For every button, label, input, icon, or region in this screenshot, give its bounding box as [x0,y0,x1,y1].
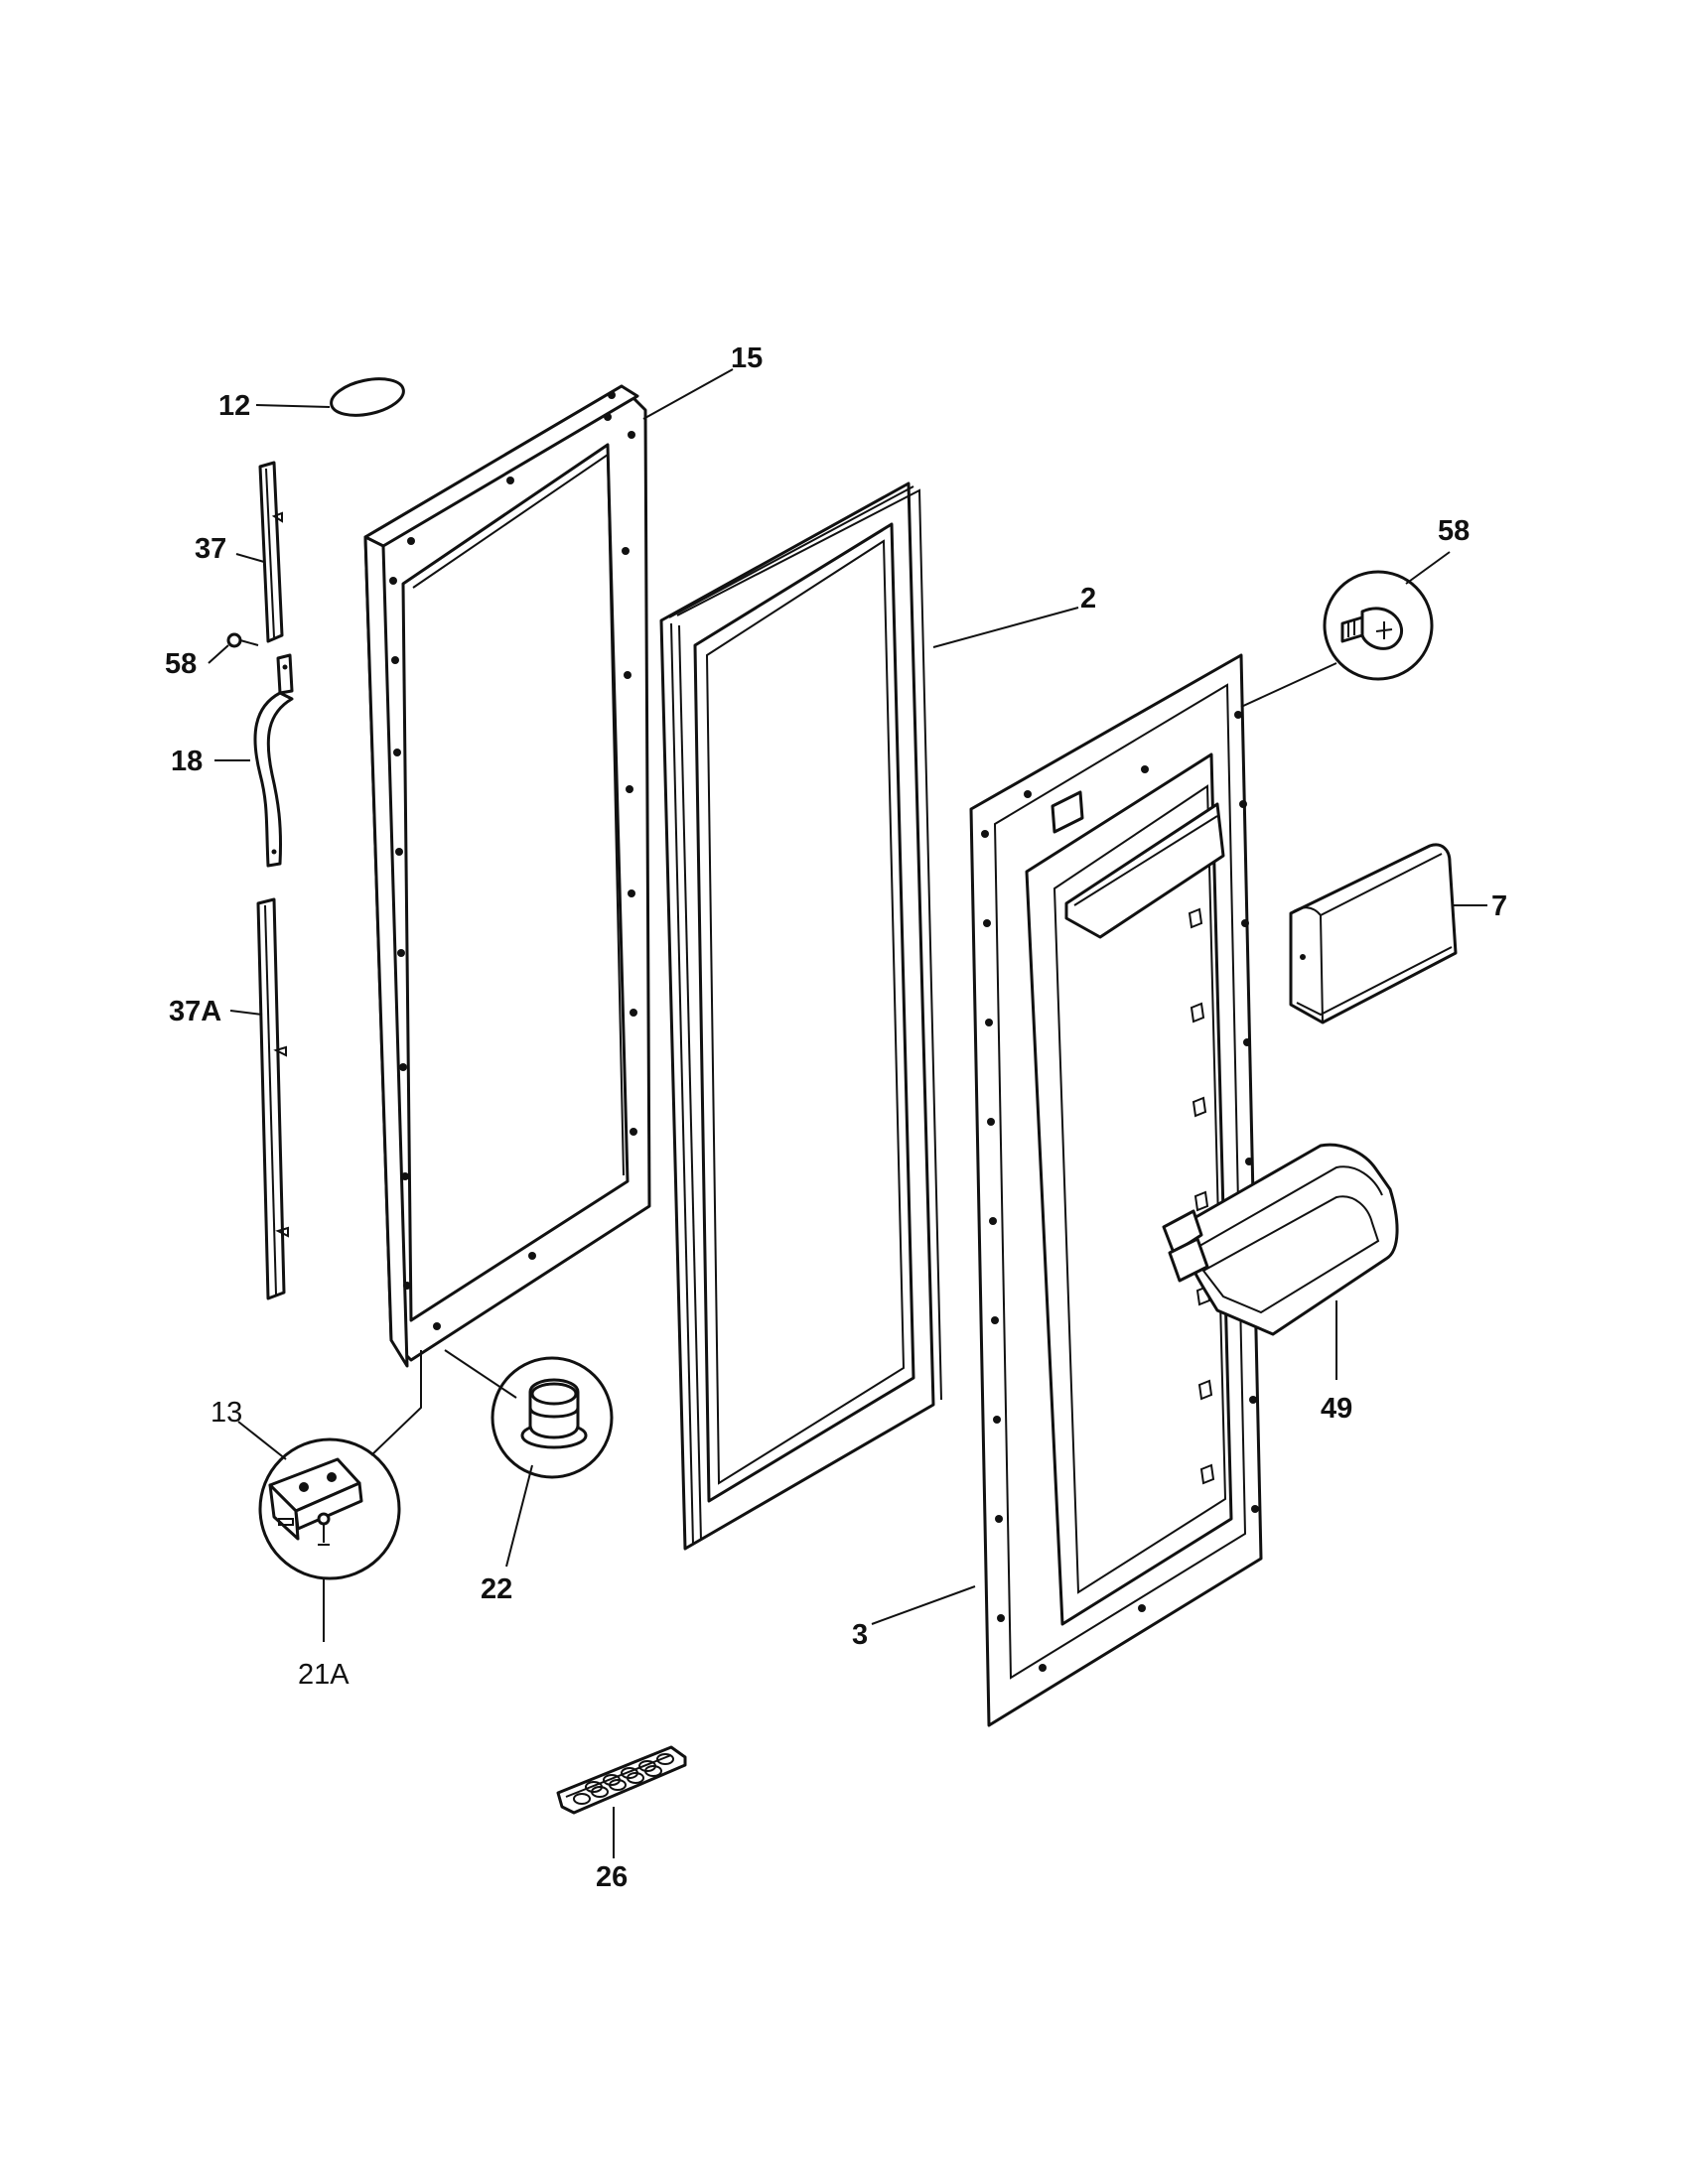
egg-cups [573,1753,674,1805]
liner-mounting-holes [981,711,1259,1672]
leader-22-to-frame [444,1349,517,1399]
part-37-upper-trim [258,461,284,643]
callout-37: 37 [195,533,226,565]
callout-21a: 21A [298,1659,350,1691]
leader-37a [229,1010,263,1016]
part-22-bushing-detail [491,1356,614,1479]
callout-13: 13 [210,1397,242,1429]
callout-labels: 12 15 37 58 18 37A 2 58 7 13 22 21A 49 3… [165,342,1507,1893]
part-13-21a-hinge-detail [258,1437,401,1580]
leader-37 [235,553,265,563]
callout-58-right: 58 [1438,515,1470,547]
callout-15: 15 [731,342,763,374]
callout-37a: 37A [169,996,221,1027]
callout-58-left: 58 [165,648,197,680]
callout-26: 26 [596,1861,628,1893]
part-26-egg-tray [556,1745,687,1815]
leader-12 [255,404,331,408]
leader-22 [505,1464,533,1568]
leader-58-left [208,644,229,664]
leader-21a-to-frame [370,1350,422,1456]
callout-3: 3 [852,1619,868,1651]
leader-2 [932,607,1079,648]
callout-7: 7 [1491,890,1507,922]
part-7-dairy-door [1289,843,1458,1024]
part-15-door-frame [363,384,651,1368]
callout-12: 12 [218,390,250,422]
leader-58-right [1240,551,1451,708]
callout-22: 22 [481,1573,512,1605]
leader-3 [871,1585,976,1625]
leader-13 [237,1421,287,1460]
frame-mounting-holes [389,391,637,1330]
part-2-gasket [659,481,942,1551]
part-18-handle [253,653,294,868]
part-3-door-liner [969,653,1263,1727]
part-58-screw-detail [1323,570,1434,681]
leader-15 [642,368,734,420]
part-58-screw-left [226,632,259,648]
part-37a-lower-trim [256,897,289,1300]
part-49-door-bin [1162,1143,1399,1336]
callout-2: 2 [1080,583,1096,614]
callout-18: 18 [171,746,203,777]
part-12-cap [330,377,405,417]
leader-lines [208,368,1487,1858]
callout-49: 49 [1321,1393,1352,1425]
